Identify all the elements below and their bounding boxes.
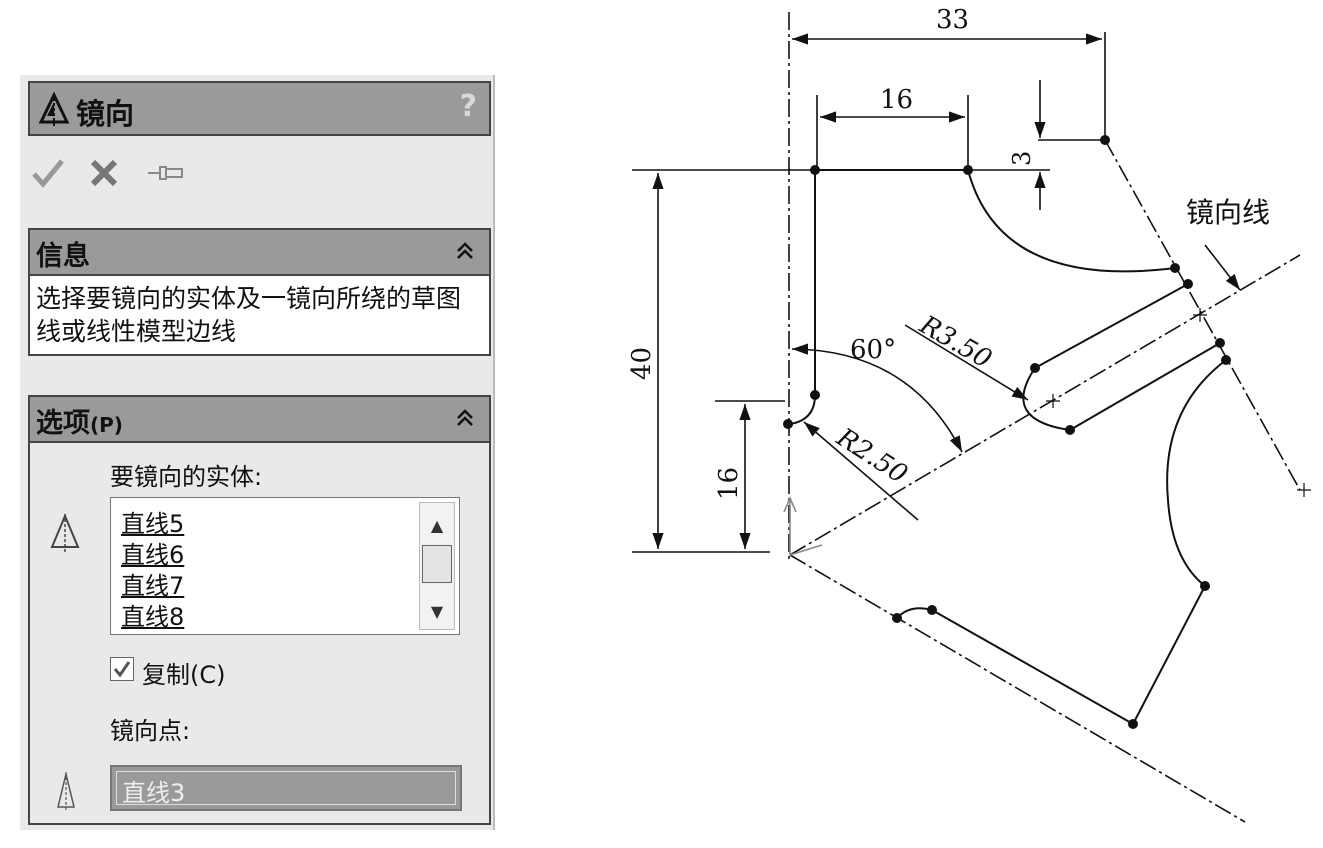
pushpin-icon[interactable] [146,153,186,193]
dim-text-3: 3 [1008,151,1036,166]
entities-to-mirror-label: 要镜向的实体: [110,463,263,491]
copy-checkbox[interactable] [110,657,134,681]
center-mark [1297,483,1311,497]
mirror-property-manager: 镜向 ? 信息 选择要镜向的实体及一镜向所绕的草图线或线性模型边线 选项(P) … [20,75,495,830]
dim-text-16-top: 16 [880,85,913,115]
ok-icon[interactable] [28,153,68,193]
scroll-down-arrow-icon[interactable]: ▼ [430,601,444,621]
list-item[interactable]: 直线5 [121,510,185,538]
options-title-text: 选项 [36,408,90,439]
sketch-point[interactable] [1215,338,1225,348]
cancel-icon[interactable] [84,153,124,193]
copy-label[interactable]: 复制(C) [142,661,226,689]
collapse-chevron-icon[interactable] [453,406,477,430]
sketch-point[interactable] [1030,363,1040,373]
options-title-shortcut: (P) [90,413,123,437]
checkmark-icon [113,661,131,678]
sketch-point[interactable] [1221,355,1231,365]
sketch-point[interactable] [892,613,902,623]
leader-mirror-line [1204,244,1241,291]
dim-text-16-left: 16 [714,467,744,500]
lower-slant-centerline [789,554,1246,823]
slot-arc-r350 [1022,367,1071,431]
sketch-point[interactable] [1100,135,1110,145]
angle-dim-arc [791,343,963,453]
sketch-canvas: 33 16 3 40 16 60° R3.50 R2.50 镜向线 [627,5,1311,823]
mirror-point-field[interactable]: 直线3 [110,765,462,811]
mirrored-fillet-arc [896,607,933,619]
list-item[interactable]: 直线6 [121,541,185,569]
list-scrollbar[interactable]: ▲ ▼ [419,502,455,630]
mirrored-profile-line [1132,585,1206,725]
dim-text-angle-60: 60° [850,335,896,365]
options-group: 选项(P) 要镜向的实体: 直线5 直线6 直线7 直线8 ▲ ▼ [28,395,491,825]
info-group-title: 信息 [36,241,90,272]
sketch-point[interactable] [1065,425,1075,435]
slot-line [1069,342,1221,431]
mirror-line-label: 镜向线 [1186,196,1270,229]
sketch-point[interactable] [1128,719,1138,729]
dim-text-33: 33 [936,5,969,35]
fillet-arc-r250 [789,394,816,425]
leader-r350 [904,324,1029,401]
collapse-chevron-icon[interactable] [453,239,477,263]
mirror-line [789,254,1301,556]
scrollbar-thumb[interactable] [422,545,452,583]
sketch-point[interactable] [1183,279,1193,289]
help-icon[interactable]: ? [459,89,477,124]
dim-text-40: 40 [627,347,657,380]
sketch-drawing: 33 16 3 40 16 60° R3.50 R2.50 镜向线 [580,0,1323,844]
sketch-point[interactable] [810,390,820,400]
info-message: 选择要镜向的实体及一镜向所绕的草图线或线性模型边线 [30,276,489,354]
info-group: 信息 选择要镜向的实体及一镜向所绕的草图线或线性模型边线 [28,228,491,356]
panel-title: 镜向 [76,97,135,131]
sketch-point[interactable] [1200,581,1210,591]
origin-arrow-icon [783,495,797,513]
options-group-header[interactable]: 选项(P) [30,397,489,443]
center-mark [1193,308,1207,322]
sketch-point[interactable] [810,165,820,175]
field-inner-border [116,771,456,805]
mirror-point-label: 镜向点: [110,717,191,745]
sketch-point[interactable] [1170,263,1180,273]
mirrored-arc [1166,359,1227,587]
mirror-entities-icon [38,92,70,127]
options-group-title: 选项(P) [36,401,123,440]
sketch-points [783,135,1231,729]
options-body: 要镜向的实体: 直线5 直线6 直线7 直线8 ▲ ▼ 复制(C) [30,443,489,823]
mirror-point-value: 直线3 [122,779,186,807]
mirror-entities-icon [50,513,80,552]
sketch-point[interactable] [963,165,973,175]
profile-arc [967,169,1176,273]
dim-text-r350: R3.50 [914,310,997,375]
list-item[interactable]: 直线7 [121,572,185,600]
mirror-point-icon [57,772,75,810]
list-item[interactable]: 直线8 [121,603,185,631]
upper-slant-centerline [1104,139,1301,491]
origin-x-axis [789,544,823,556]
info-group-header[interactable]: 信息 [30,230,489,276]
sketch-point[interactable] [927,605,937,615]
mirrored-profile-line [931,609,1134,725]
slot-line [1034,283,1189,369]
sketch-point[interactable] [783,419,793,429]
scroll-up-arrow-icon[interactable]: ▲ [430,515,444,535]
panel-titlebar: 镜向 ? [28,81,491,136]
entities-list[interactable]: 直线5 直线6 直线7 直线8 ▲ ▼ [110,497,460,635]
center-mark [1046,394,1060,408]
leader-r250 [803,421,919,521]
